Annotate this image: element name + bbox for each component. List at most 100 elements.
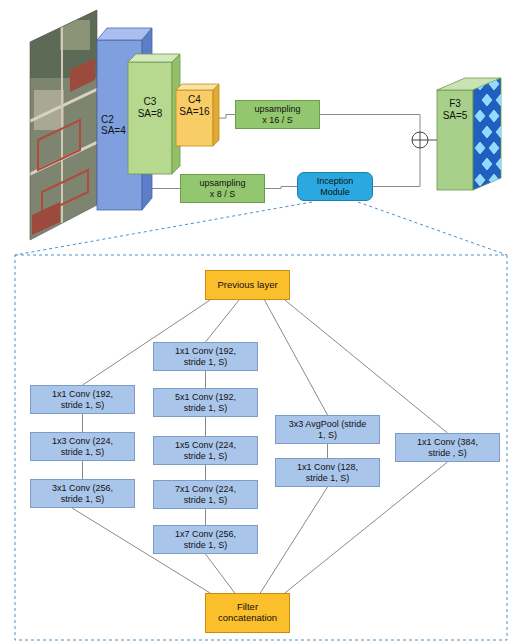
connector [82,461,83,479]
map-region [496,158,506,170]
map-region [475,174,485,186]
conv-box: 1x7 Conv (256, stride 1, S) [153,525,258,554]
conv-box: 1x1 Conv (128, stride 1, S) [275,458,380,487]
aerial-image [28,8,100,244]
node-text: 1x1 Conv (128, stride 1, S) [286,462,370,483]
aerial-road [61,8,63,244]
connector [373,140,437,187]
sum-symbol [412,132,428,148]
conv-box: 1x1 Conv (192, stride 1, S) [30,385,135,414]
node-text: SA=8 [138,108,163,120]
block-top [97,28,152,40]
connector [82,414,83,432]
conv-box: 5x1 Conv (192, stride 1, S) [153,388,258,417]
node-text: 5x1 Conv (192, stride 1, S) [164,392,248,413]
connector [206,554,235,593]
module-box: Inception Module [297,172,373,201]
connector [72,508,210,593]
block-side [172,54,180,174]
node-text: 1x7 Conv (256, stride 1, S) [164,529,248,550]
conv-box: 3x1 Conv (256, stride 1, S) [30,479,135,508]
block-face: C4SA=16 [176,90,213,146]
connector [260,487,327,593]
map-region [475,110,485,122]
aerial-road [28,88,100,122]
node-text: SA=16 [179,106,209,118]
aerial-roof [70,58,95,92]
upsampling-box: upsampling x 8 / S [180,174,265,203]
node-text: C3 [144,96,157,108]
conv-box: 1x3 Conv (224, stride 1, S) [30,432,135,461]
map-region [482,126,492,138]
block-front [97,40,142,210]
connector [205,417,206,436]
connector [265,300,328,415]
block-side [142,28,152,210]
node-text: 3x3 AvgPool (stride 1, S) [286,419,370,440]
map-region [475,142,485,154]
map-region [475,78,485,90]
block-front [437,90,473,190]
node-text: Previous layer [217,280,277,291]
node-text: C2 [101,114,114,126]
node-text: Filter concatenation [215,602,281,624]
block-top [176,84,219,90]
input-box: Previous layer [205,270,290,300]
node-text: F3 [449,98,461,110]
map-region [496,126,506,138]
aerial-patch [34,90,64,130]
conv-box: 1x5 Conv (224, stride 1, S) [153,436,258,465]
connector [327,444,328,458]
map-region [482,158,492,170]
block-top [128,54,180,62]
upsampling-box: upsampling x 16 / S [235,100,320,129]
block-shape [437,78,501,190]
output-box: Filter concatenation [205,593,290,633]
output-block: F3SA=5 [437,78,501,190]
node-text: upsampling x 16 / S [252,104,304,125]
node-text: 1x1 Conv (192, stride 1, S) [164,346,248,367]
aerial-roof [32,202,60,235]
connector [265,187,297,189]
connector [150,174,180,189]
node-text: 1x3 Conv (224, stride 1, S) [41,436,125,457]
leader-line [15,202,312,255]
connector [83,300,211,385]
connector [285,300,448,433]
feature-block: C3SA=8 [128,54,180,174]
leader-line [358,202,507,255]
block-shape [97,28,152,210]
connector [205,465,206,480]
conv-box: 7x1 Conv (224, stride 1, S) [153,480,258,509]
node-text: upsampling x 8 / S [197,178,249,199]
aerial-outline [30,10,97,240]
aerial-patch [60,20,90,50]
output-map [475,78,506,186]
map-region [489,78,499,90]
node-text: 1x1 Conv (384, stride , S) [406,437,490,458]
detail-frame [15,255,507,640]
connector [219,115,235,119]
block-top [437,78,501,90]
map-region [482,94,492,106]
aerial-building [38,120,80,170]
map-region [489,142,499,154]
conv-box: 3x3 AvgPool (stride 1, S) [275,415,380,444]
conv-box: 1x1 Conv (384, stride , S) [395,433,500,462]
node-text: 1x5 Conv (224, stride 1, S) [164,440,248,461]
map-region [496,94,506,106]
connector [285,462,448,593]
node-text: 1x1 Conv (192, stride 1, S) [41,389,125,410]
block-shape [128,54,180,174]
feature-block: C2SA=4 [97,28,152,210]
node-text: 7x1 Conv (224, stride 1, S) [164,484,248,505]
feature-block: C4SA=16 [176,84,219,146]
sum-symbol-bar [420,132,421,148]
block-face: C2SA=4 [97,40,142,210]
node-text: Inception Module [301,176,369,197]
block-face: F3SA=5 [437,90,473,190]
block-shape [176,84,219,146]
node-text: C4 [188,94,201,106]
